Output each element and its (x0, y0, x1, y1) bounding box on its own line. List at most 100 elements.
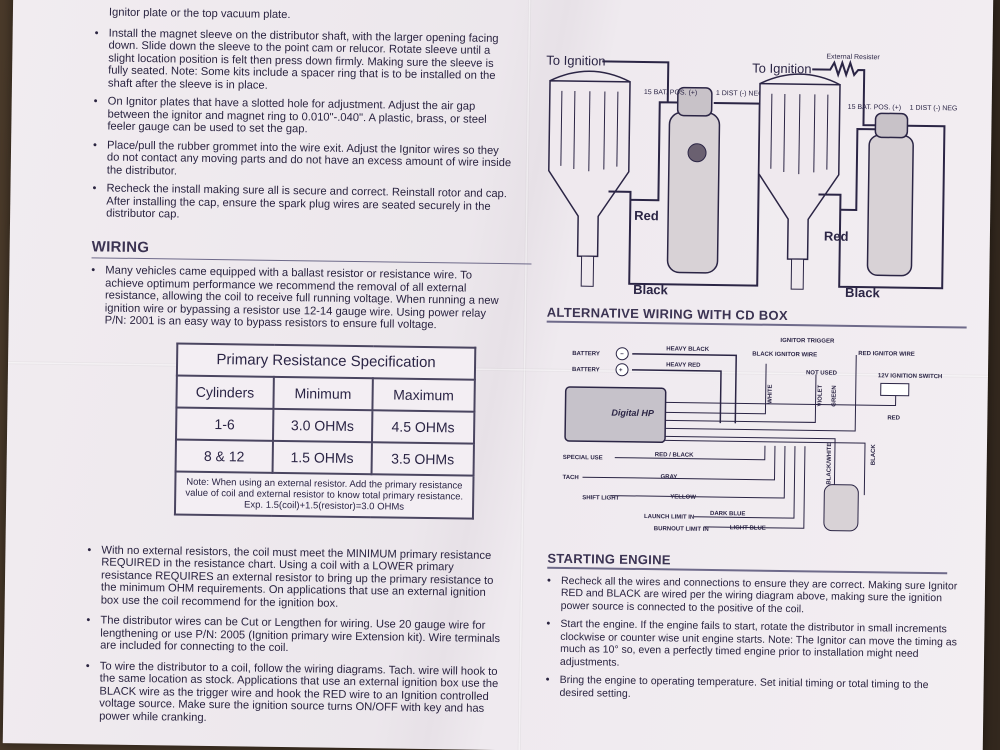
heavy-black-label: HEAVY BLACK (666, 346, 710, 353)
header-cylinders: Cylinders (176, 375, 274, 409)
bullet-dot: • (94, 26, 99, 39)
bullet-dot: • (92, 182, 97, 195)
pos-terminal-label: 15 BAT. POS. (+) (848, 104, 901, 112)
diagram-resistor: To Ignition External Resister 15 BAT. PO… (752, 54, 958, 301)
cd-box-brand: Digital HP (611, 408, 655, 419)
to-ignition-label: To Ignition (546, 53, 605, 69)
not-used-label: NOT USED (806, 370, 838, 376)
cd-box-section: ALTERNATIVE WIRING WITH CD BOX (546, 305, 977, 329)
bullet-dot: • (93, 138, 98, 151)
starting-step-text: Start the engine. If the engine fails to… (559, 617, 958, 669)
resistance-note-text: The distributor wires can be Cut or Leng… (100, 614, 501, 655)
bullet-dot: • (546, 574, 552, 587)
cd-box (564, 386, 667, 444)
install-step-text: Install the magnet sleeve on the distrib… (107, 27, 499, 92)
resistance-note: • To wire the distributor to a coil, foll… (85, 660, 506, 728)
intro-line: Ignitor plate or the top vacuum plate. (108, 6, 291, 22)
distributor-icon (548, 70, 631, 287)
bullet-dot: • (86, 614, 91, 627)
shift-light-label: SHIFT LIGHT (582, 495, 619, 502)
neg-symbol: − (620, 352, 624, 358)
starting-engine-section: STARTING ENGINE •Recheck all the wires a… (545, 551, 967, 711)
wiring-text: Many vehicles came equipped with a balla… (104, 264, 499, 332)
install-step: • Place/pull the rubber grommet into the … (93, 139, 513, 182)
coil-icon (823, 484, 859, 532)
tach-label: TACH (562, 475, 578, 481)
wiring-section: WIRING • Many vehicles came equipped wit… (91, 238, 532, 333)
install-steps: • Install the magnet sleeve on the distri… (92, 27, 515, 226)
gray-label: GRAY (660, 474, 677, 480)
heavy-red-label: HEAVY RED (666, 362, 701, 368)
diagram-direct: To Ignition 15 BAT. POS. (+) 1 DIST (-) … (546, 53, 764, 298)
bullet-dot: • (91, 264, 96, 277)
red-wire-label: Red (824, 229, 849, 244)
red-ignitor-label: RED IGNITOR WIRE (858, 351, 915, 358)
special-use-label: SPECIAL USE (563, 455, 603, 462)
starting-step: • Bring the engine to operating temperatu… (545, 674, 965, 705)
green-wire-label: GREEN (832, 385, 838, 406)
coil-icon (866, 112, 914, 277)
install-step-text: Recheck the install making sure all is s… (106, 182, 507, 221)
ignitor-trigger-label: IGNITOR TRIGGER (780, 338, 835, 345)
bullet-dot: • (93, 95, 98, 108)
resistance-note-text: With no external resistors, the coil mus… (100, 543, 494, 610)
starting-steps: •Recheck all the wires and connections t… (545, 574, 967, 704)
violet-wire-label: VIOLET (818, 384, 824, 406)
install-step-text: Place/pull the rubber grommet into the w… (106, 139, 512, 177)
header-minimum: Minimum (273, 376, 373, 410)
coil-icon (666, 86, 721, 274)
right-column: To Ignition 15 BAT. POS. (+) 1 DIST (-) … (532, 41, 981, 699)
battery-pos-terminal (615, 363, 629, 377)
neg-terminal-label: 1 DIST (-) NEG (910, 105, 958, 113)
header-maximum: Maximum (372, 377, 475, 412)
cell-maximum: 4.5 OHMs (371, 409, 475, 444)
black-label: BLACK (871, 444, 877, 466)
install-step-text: On Ignitor plates that have a slotted ho… (107, 95, 487, 136)
black-ignitor-label: BLACK IGNITOR WIRE (752, 352, 817, 359)
cell-cylinders: 1-6 (176, 407, 274, 441)
resistance-notes: • With no external resistors, the coil mu… (85, 544, 507, 728)
install-step: • Install the magnet sleeve on the distri… (94, 27, 515, 95)
burnout-limit-label: BURNOUT LIMIT IN (654, 526, 709, 533)
external-resister-label: External Resister (826, 54, 880, 62)
red-black-label: RED / BLACK (655, 452, 694, 459)
cell-maximum: 3.5 OHMs (371, 441, 474, 476)
red-wire-label: Red (634, 208, 659, 223)
pos-terminal-label: 15 BAT. POS. (+) (644, 89, 697, 97)
battery-neg-terminal (615, 347, 629, 361)
cd-box-diagram: BATTERY BATTERY − + HEAVY BLACK HEAVY RE… (562, 338, 942, 533)
black-wire-label: Black (633, 282, 669, 297)
white-wire-label: WHITE (768, 384, 774, 403)
battery-pos-label: BATTERY (572, 367, 600, 373)
battery-neg-label: BATTERY (572, 351, 600, 357)
bullet-dot: • (85, 659, 90, 672)
bullet-dot: • (546, 617, 551, 630)
starting-step: •Recheck all the wires and connections t… (547, 574, 967, 617)
black-wire-label: Black (845, 285, 881, 300)
cell-minimum: 3.0 OHMs (272, 408, 373, 442)
resistance-note: • The distributor wires can be Cut or Len… (86, 614, 506, 657)
neg-terminal-label: 1 DIST (-) NEG (716, 90, 764, 98)
resistance-table-wrap: Primary Resistance Specification Cylinde… (173, 342, 477, 520)
resistor-zigzag (812, 59, 876, 127)
dark-blue-label: DARK BLUE (710, 511, 745, 517)
table-title: Primary Resistance Specification (176, 343, 476, 380)
light-blue-label: LIGHT BLUE (730, 525, 766, 532)
resistance-table: Primary Resistance Specification Cylinde… (173, 342, 477, 520)
pos-symbol: + (619, 368, 623, 374)
install-step: • Recheck the install making sure all is … (92, 182, 512, 225)
yellow-label: YELLOW (670, 494, 696, 500)
bullet-dot: • (545, 673, 550, 686)
resistance-note-text: To wire the distributor to a coil, follo… (99, 659, 499, 724)
starting-step: • Start the engine. If the engine fails t… (546, 618, 967, 674)
starting-step-text: Bring the engine to operating temperatur… (559, 673, 929, 700)
left-column: Ignitor plate or the top vacuum plate. •… (85, 6, 532, 736)
red-wire-label: RED (887, 415, 900, 421)
launch-limit-label: LAUNCH LIMIT IN (644, 514, 694, 521)
resistance-note: •With no external resistors, the coil mu… (87, 544, 508, 612)
to-ignition-label: To Ignition (752, 61, 811, 77)
black-white-label: BLACK/WHITE (826, 443, 833, 485)
ignition-switch (880, 382, 910, 397)
